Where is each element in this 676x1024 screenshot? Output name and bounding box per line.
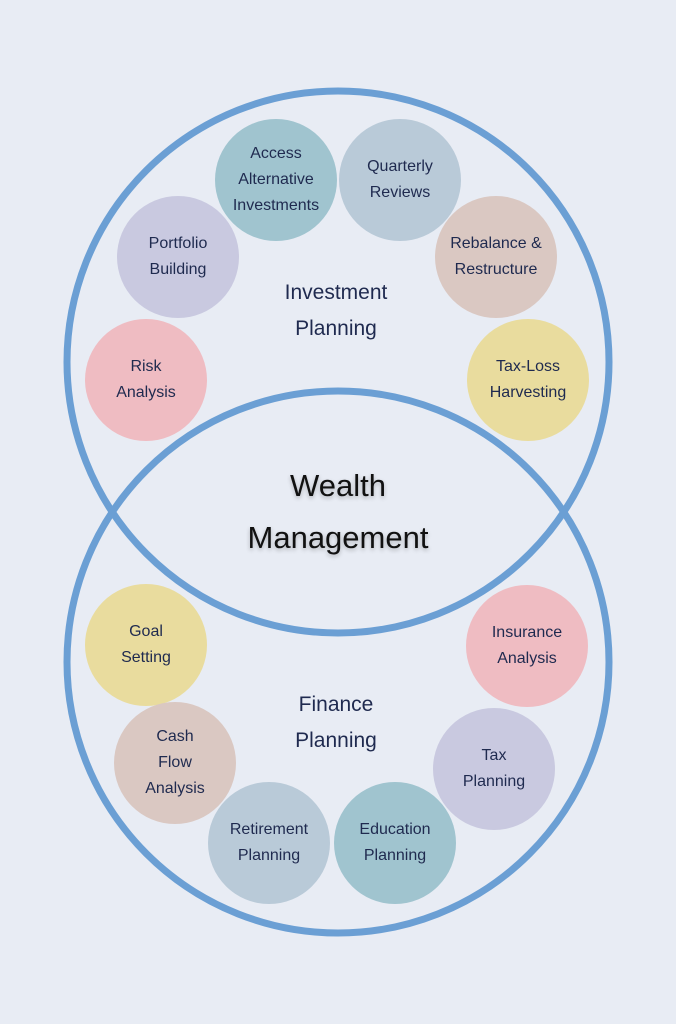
bubble-rebalance-restructure: Rebalance & Restructure	[435, 196, 557, 318]
bubble-education-planning: Education Planning	[334, 782, 456, 904]
bubble-cash-flow-analysis: Cash Flow Analysis	[114, 702, 236, 824]
bubble-quarterly-reviews: Quarterly Reviews	[339, 119, 461, 241]
bubble-retirement-planning: Retirement Planning	[208, 782, 330, 904]
bubble-risk-analysis: Risk Analysis	[85, 319, 207, 441]
bubble-insurance-analysis: Insurance Analysis	[466, 585, 588, 707]
finance-planning-label: Finance Planning	[295, 693, 377, 752]
bubble-access-alternative-investments: Access Alternative Investments	[215, 119, 337, 241]
investment-planning-label: Investment Planning	[284, 281, 388, 340]
bubble-goal-setting: Goal Setting	[85, 584, 207, 706]
investment-ring	[63, 87, 613, 637]
finance-ring	[63, 387, 613, 937]
wealth-management-title: Wealth Management	[247, 468, 429, 555]
bubble-tax-loss-harvesting: Tax-Loss Harvesting	[467, 319, 589, 441]
bubble-tax-planning: Tax Planning	[433, 708, 555, 830]
bubble-portfolio-building: Portfolio Building	[117, 196, 239, 318]
